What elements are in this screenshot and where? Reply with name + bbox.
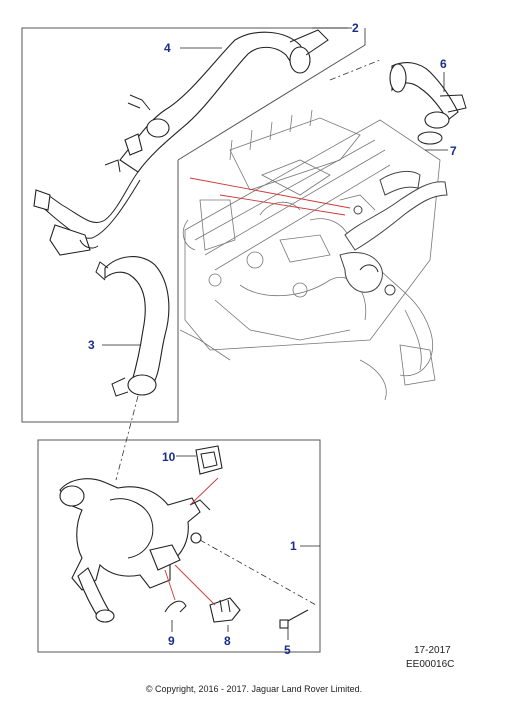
callout-10: 10 [162,450,176,464]
callout-7: 7 [450,144,457,158]
link-line [199,539,317,606]
engine-bay-illustration [179,109,448,401]
gasket [195,445,223,475]
leader-line-red [174,564,216,606]
thermostat-housing [59,478,211,623]
leader-line-red [189,177,351,209]
outlet-pipe-assembly [389,62,467,145]
callout-8: 8 [224,634,231,648]
link-line [329,59,381,81]
bolt [279,609,309,629]
illustration-code: EE00016C [406,659,454,670]
callout-4: 4 [164,41,171,55]
retaining-clip [164,600,187,613]
year-code: 17-2017 [414,645,451,656]
callout-5: 5 [284,643,291,657]
callout-9: 9 [168,634,175,648]
callout-1: 1 [290,539,297,553]
callout-6: 6 [440,57,447,71]
upper-assembly-frame [21,27,366,423]
callout-leaders [102,27,448,640]
copyright-notice: © Copyright, 2016 - 2017. Jaguar Land Ro… [146,684,362,694]
lower-hose [79,239,170,397]
leader-line-red [164,569,176,601]
leader-line-red [219,194,346,216]
callout-3: 3 [88,338,95,352]
callout-2: 2 [352,21,359,35]
link-line [115,395,139,481]
leader-line-red [189,477,219,506]
upper-hose [33,29,329,256]
temperature-sensor [209,597,241,623]
